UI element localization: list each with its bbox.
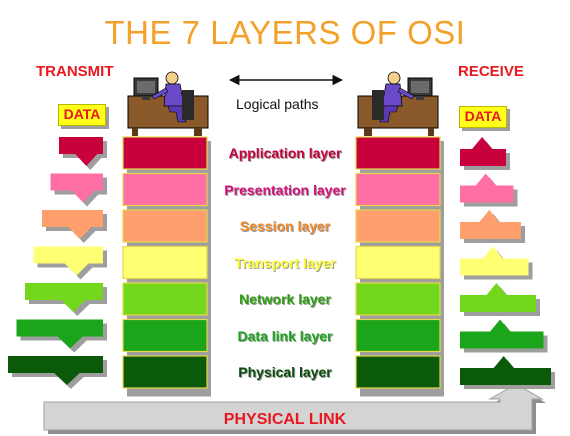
transmit-data-badge: DATA [58, 104, 106, 126]
transmit-label: TRANSMIT [36, 63, 114, 80]
layer-label: Application layer [228, 145, 342, 161]
transmit-arrow [25, 283, 103, 312]
layer-label: Physical layer [238, 364, 332, 380]
receive-arrow [460, 210, 521, 239]
receive-layer-box [355, 209, 441, 243]
page-title: THE 7 LAYERS OF OSI [104, 14, 466, 51]
transmit-layer-box [122, 318, 208, 353]
physical-link-bar [43, 383, 546, 434]
computer-user-icon [357, 71, 439, 136]
transmit-data-label: DATA [63, 106, 101, 122]
receive-layer-box [355, 245, 441, 280]
layer-label: Session layer [239, 218, 331, 234]
transmit-layer-box [122, 172, 208, 207]
receive-arrow [460, 356, 551, 385]
transmit-layer-box [122, 136, 208, 170]
layer-label: Presentation layer [224, 181, 346, 198]
receive-layer-box [355, 172, 441, 207]
transmit-layer-box [122, 209, 208, 243]
transmit-arrow [50, 173, 103, 203]
physical-link-label: PHYSICAL LINK [223, 411, 347, 428]
transmit-layer-box [122, 355, 208, 389]
transmit-arrow [42, 210, 103, 239]
receive-layer-box [355, 136, 441, 170]
physical-link-arrow [43, 383, 544, 431]
transmit-arrow [8, 356, 103, 385]
receive-data-badge: DATA [459, 106, 507, 128]
layer-stacks [122, 136, 444, 397]
receive-data-label: DATA [464, 108, 502, 124]
receive-arrows [460, 137, 555, 389]
receive-arrow [460, 283, 536, 312]
transmit-arrow [16, 319, 103, 349]
transmit-arrow [33, 246, 103, 276]
receive-arrow [460, 246, 529, 276]
layer-label: Network layer [239, 291, 331, 307]
receive-layer-box [355, 355, 441, 389]
transmit-arrow [59, 137, 103, 166]
layer-label: Transport layer [234, 254, 336, 271]
transmit-arrows [8, 137, 107, 389]
receive-layer-box [355, 282, 441, 316]
receive-layer-box [355, 318, 441, 353]
transmit-layer-box [122, 245, 208, 280]
logical-paths-label: Logical paths [236, 96, 319, 112]
computer-user-icon [127, 71, 209, 136]
receive-arrow [460, 319, 544, 349]
transmit-layer-box [122, 282, 208, 316]
receive-arrow [460, 173, 514, 203]
receive-arrow [460, 137, 506, 166]
receive-label: RECEIVE [458, 63, 524, 80]
layer-label: Data link layer [237, 327, 333, 344]
